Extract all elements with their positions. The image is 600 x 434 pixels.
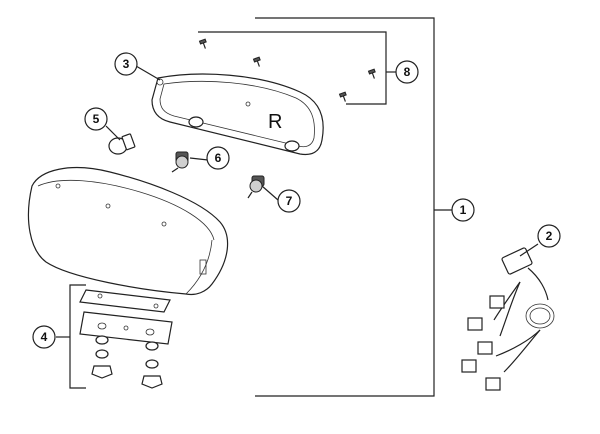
socket-6 xyxy=(171,151,189,173)
screws-bracket-8 xyxy=(198,31,396,105)
screw xyxy=(338,91,347,102)
bulb xyxy=(108,133,136,155)
socket-7 xyxy=(247,175,265,199)
svg-text:1: 1 xyxy=(460,203,467,217)
callout-5: 5 xyxy=(84,107,108,131)
housing-marking: R xyxy=(268,111,282,133)
assembly-bracket-1 xyxy=(255,17,452,397)
lens-cover xyxy=(27,166,229,296)
svg-text:2: 2 xyxy=(546,229,553,243)
callout-8: 8 xyxy=(395,60,419,84)
wiring-harness xyxy=(461,247,555,391)
callout-3: 3 xyxy=(114,52,138,76)
callout-7: 7 xyxy=(277,189,301,213)
svg-text:8: 8 xyxy=(404,65,411,79)
mounting-hardware xyxy=(79,289,173,389)
svg-text:3: 3 xyxy=(123,57,130,71)
screw-group xyxy=(198,38,376,102)
lamp-housing: R xyxy=(151,73,324,156)
callout-1: 1 xyxy=(451,198,475,222)
svg-text:7: 7 xyxy=(286,194,293,208)
callout-2: 2 xyxy=(537,224,561,248)
callout-6: 6 xyxy=(206,146,230,170)
leader-lines xyxy=(105,65,539,257)
callout-4: 4 xyxy=(32,325,56,349)
screw xyxy=(252,56,261,67)
hardware-bracket-4 xyxy=(56,284,86,389)
svg-text:4: 4 xyxy=(41,330,48,344)
svg-text:6: 6 xyxy=(215,151,222,165)
screw xyxy=(198,38,207,49)
svg-text:5: 5 xyxy=(93,112,100,126)
screw xyxy=(367,68,376,79)
